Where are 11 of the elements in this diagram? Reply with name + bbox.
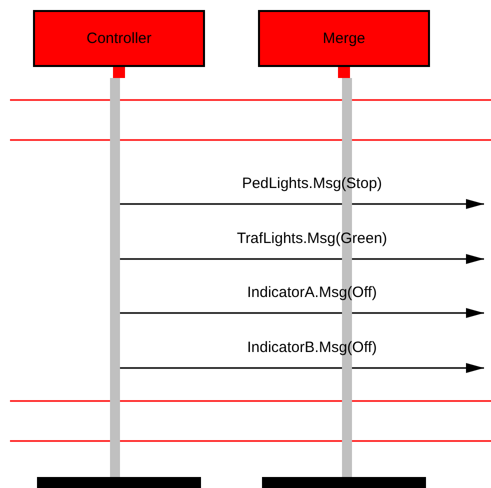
edge-label: IndicatorB.Msg(Off): [247, 339, 377, 356]
lifeline-head-box: Merge: [258, 10, 430, 67]
message-arrow: [120, 308, 484, 318]
edge-label: IndicatorA.Msg(Off): [247, 284, 377, 301]
lifeline-head-box: Controller: [33, 10, 205, 67]
message-arrow: [120, 199, 484, 209]
message-arrow: [120, 254, 484, 264]
edge-label: TrafLights.Msg(Green): [236, 230, 388, 247]
edge-label: PedLights.Msg(Stop): [242, 175, 382, 192]
lifeline-bar: [110, 78, 120, 477]
message-arrow: [120, 363, 484, 373]
